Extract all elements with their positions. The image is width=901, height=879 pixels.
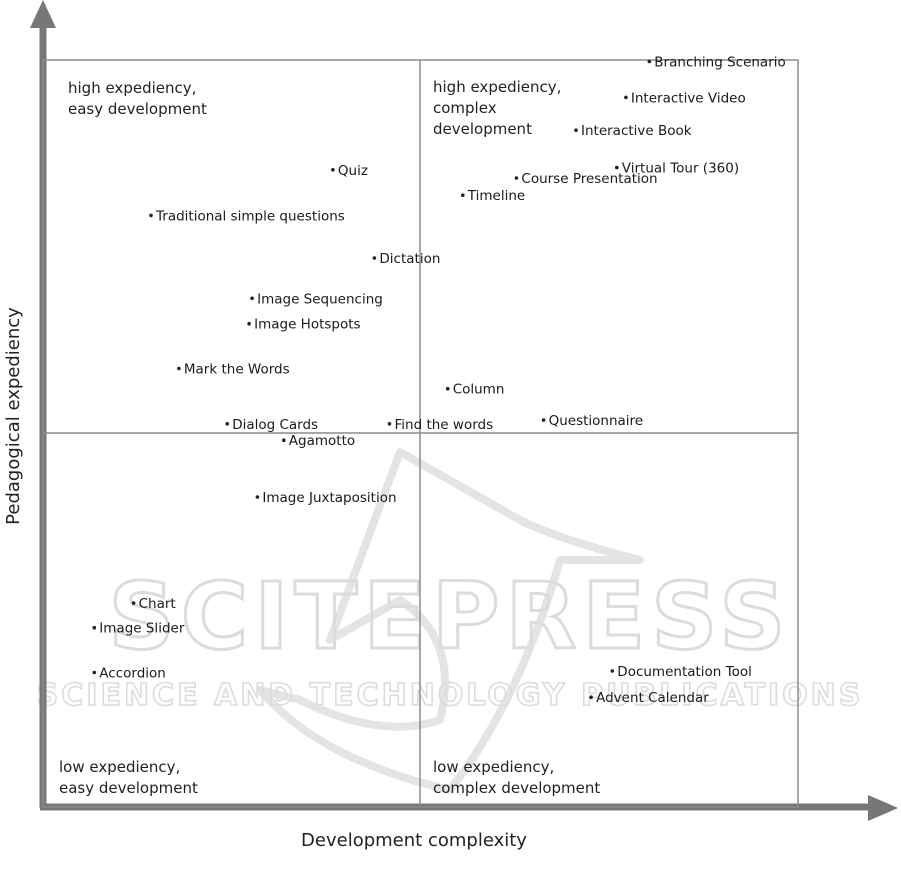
point-label-advent-calendar: Advent Calendar	[596, 690, 709, 706]
point-marker-quiz	[331, 168, 335, 172]
point-label-image-juxtaposition: Image Juxtaposition	[262, 490, 396, 506]
point-marker-image-juxtaposition	[255, 495, 260, 499]
quadrant-label-top-right-line1: high expediency,	[433, 78, 561, 96]
y-axis-title: Pedagogical expediency	[3, 307, 24, 525]
point-marker-dictation	[372, 256, 377, 260]
point-marker-image-hotspots	[247, 321, 251, 326]
point-marker-image-sequencing	[250, 296, 254, 301]
quadrant-label-top-left-line2: easy development	[68, 100, 207, 118]
point-marker-chart	[131, 601, 136, 605]
point-label-image-slider: Image Slider	[99, 621, 185, 637]
point-label-agamotto: Agamotto	[289, 433, 355, 449]
point-label-interactive-video: Interactive Video	[631, 90, 746, 106]
point-marker-interactive-book	[574, 128, 578, 132]
quadrant-label-bottom-left-line1: low expediency,	[59, 758, 180, 776]
x-axis-title: Development complexity	[301, 830, 527, 851]
point-marker-interactive-video	[624, 95, 628, 100]
point-label-branching-scenario: Branching Scenario	[654, 55, 785, 71]
point-label-image-sequencing: Image Sequencing	[257, 291, 383, 307]
quadrant-frame	[42, 59, 799, 808]
point-marker-column	[445, 386, 450, 391]
point-label-course-presentation: Course Presentation	[521, 171, 657, 187]
point-marker-agamotto	[282, 438, 286, 443]
point-label-accordion: Accordion	[99, 666, 166, 682]
point-marker-questionnaire	[541, 418, 546, 422]
quadrant-label-bottom-right-line1: low expediency,	[433, 758, 554, 776]
quadrant-label-top-right-line2: complex	[433, 99, 497, 117]
point-marker-course-presentation	[514, 176, 519, 180]
point-marker-image-slider	[92, 625, 97, 630]
point-label-interactive-book: Interactive Book	[581, 123, 692, 139]
quadrant-label-top-right: high expediency, complex development	[433, 78, 566, 138]
quadrant-label-bottom-right: low expediency, complex development	[433, 758, 600, 797]
point-label-virtual-tour-360: Virtual Tour (360)	[622, 161, 739, 177]
point-marker-accordion	[92, 670, 97, 675]
watermark-swoosh-graphic	[256, 448, 644, 794]
watermark: SCITEPRESS SCIENCE AND TECHNOLOGY PUBLIC…	[36, 448, 864, 794]
point-marker-timeline	[461, 193, 465, 197]
quadrant-label-bottom-right-line2: complex development	[433, 779, 600, 797]
quadrant-label-bottom-left: low expediency, easy development	[59, 758, 198, 797]
point-label-chart: Chart	[139, 596, 176, 612]
point-marker-advent-calendar	[589, 695, 593, 699]
y-axis-arrow	[30, 0, 56, 28]
point-label-dialog-cards: Dialog Cards	[232, 417, 318, 433]
quadrant-label-bottom-left-line2: easy development	[59, 779, 198, 797]
point-label-timeline: Timeline	[467, 188, 525, 204]
point-label-quiz: Quiz	[338, 163, 368, 179]
point-marker-find-the-words	[387, 422, 392, 426]
point-label-image-hotspots: Image Hotspots	[254, 317, 360, 333]
point-label-column: Column	[453, 382, 505, 398]
x-axis-arrow	[868, 795, 898, 821]
point-marker-traditional-simple-questions	[149, 213, 153, 218]
point-marker-documentation-tool	[610, 669, 615, 673]
point-label-dictation: Dictation	[379, 251, 440, 267]
watermark-title: SCITEPRESS	[108, 563, 791, 670]
point-marker-branching-scenario	[647, 59, 652, 64]
quadrant-label-top-right-line3: development	[433, 120, 532, 138]
point-marker-virtual-tour-360	[615, 165, 619, 170]
point-label-mark-the-words: Mark the Words	[184, 362, 290, 378]
point-label-traditional-simple-questions: Traditional simple questions	[155, 208, 345, 224]
point-label-documentation-tool: Documentation Tool	[617, 664, 752, 680]
point-label-find-the-words: Find the words	[395, 417, 494, 433]
quadrant-label-top-left: high expediency, easy development	[68, 79, 207, 118]
point-label-questionnaire: Questionnaire	[549, 413, 644, 429]
point-marker-dialog-cards	[225, 422, 229, 426]
quadrant-label-top-left-line1: high expediency,	[68, 79, 196, 97]
point-marker-mark-the-words	[177, 366, 181, 371]
watermark-subtitle: SCIENCE AND TECHNOLOGY PUBLICATIONS	[37, 678, 864, 713]
